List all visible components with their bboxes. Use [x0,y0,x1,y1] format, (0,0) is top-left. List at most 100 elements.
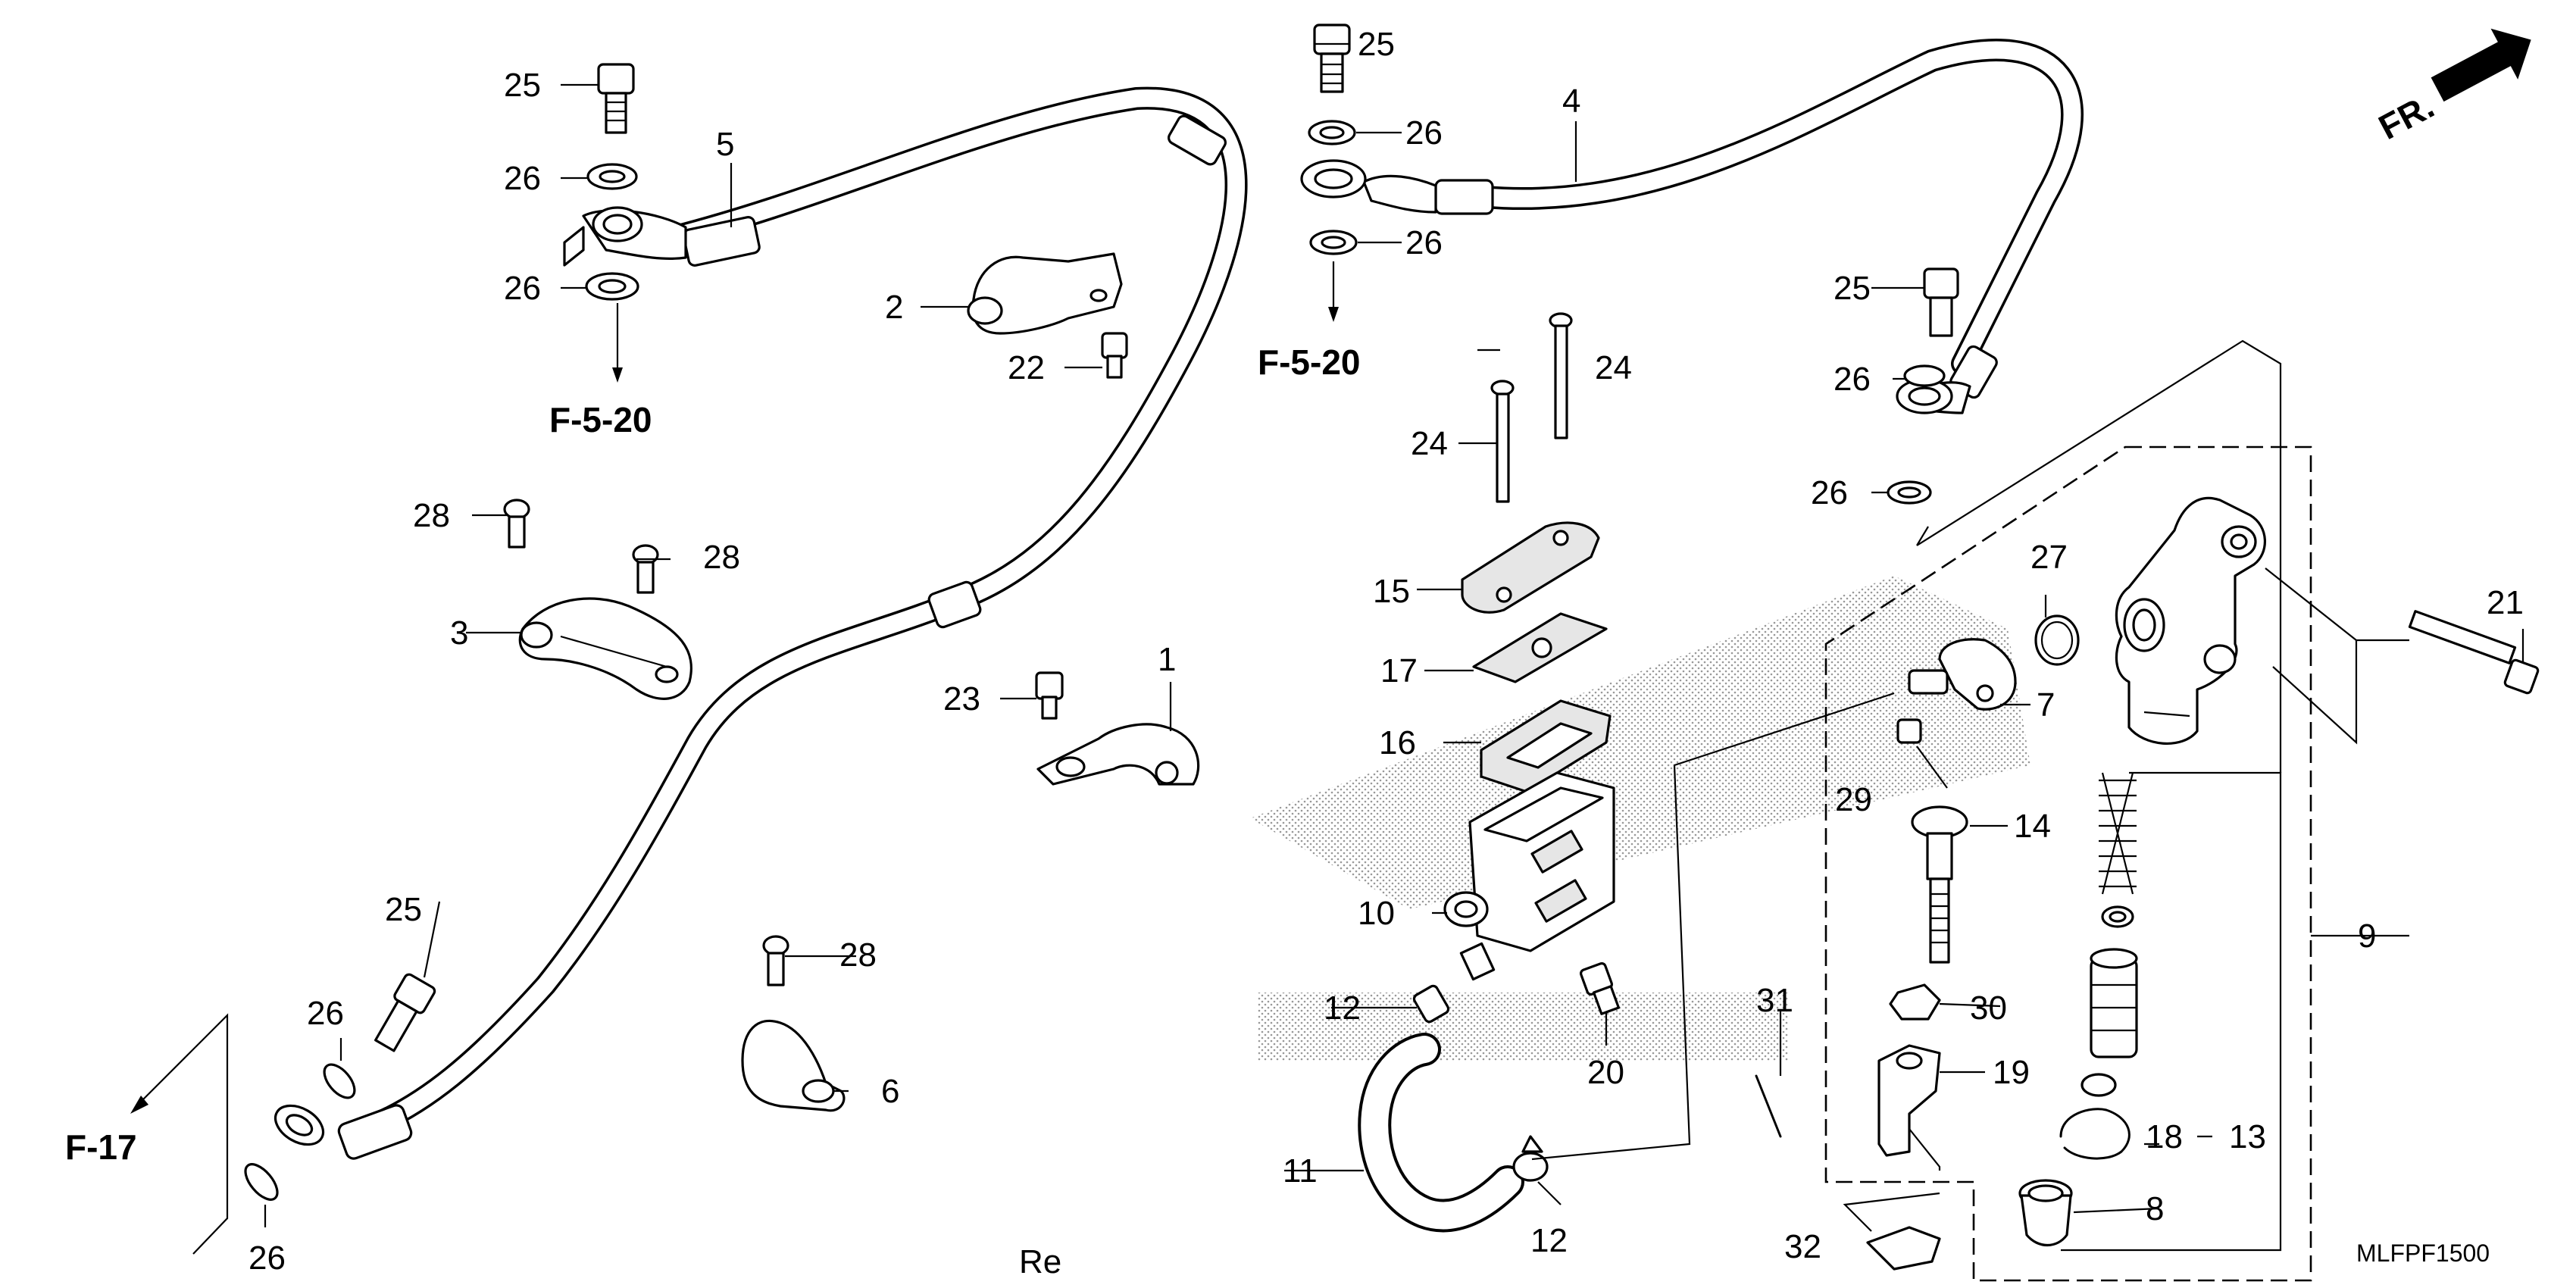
callout-31: 31 [1756,982,1793,1019]
joint-7 [1908,638,2017,711]
reference-arrows [130,261,1339,1255]
screw-28a [503,499,530,549]
callout-21: 21 [2487,584,2524,621]
leader-lines [264,42,2524,1232]
stray-text-re: Re [1019,1243,1061,1280]
callout-5: 5 [716,126,734,163]
reference-f-5-20-left: F-5-20 [549,400,652,439]
o-ring-27 [2034,614,2080,666]
callout-28-c: 28 [839,936,877,974]
bracket-32 [1866,1226,1941,1271]
callout-26-g: 26 [307,995,344,1032]
callout-32: 32 [1784,1228,1821,1265]
callout-24-upper: 24 [1595,349,1632,386]
screw-28c [762,935,789,986]
banjo-bolt-25-left [597,63,635,134]
callout-19: 19 [1993,1054,2030,1091]
boot-8 [2018,1179,2073,1246]
callout-25-lower: 25 [385,891,422,928]
reservoir-cap-15 [1461,521,1600,614]
callout-4: 4 [1562,83,1580,120]
bolt-29 [1896,718,1922,744]
callout-10: 10 [1358,895,1395,932]
callout-9: 9 [2358,918,2376,955]
callout-6: 6 [881,1073,899,1110]
callout-14: 14 [2014,808,2051,845]
callout-numbers: 1 2 3 4 5 6 7 8 9 10 11 12 12 13 14 15 1… [249,26,2524,1277]
callout-28-a: 28 [413,497,450,534]
cotter-pin-31 [1755,1074,1782,1138]
brake-hose-4 [1300,39,2084,414]
callout-18: 18 [2146,1118,2183,1155]
piston-spring [2099,772,2137,895]
callout-27: 27 [2030,539,2068,576]
outline-13 [2061,771,2282,1252]
hose-clip-12-lower [1512,1135,1549,1182]
sealing-washer-26e [1903,364,1946,387]
callout-2: 2 [885,289,903,326]
brake-hose-5 [274,86,1248,1160]
set-plate-17 [1472,612,1608,683]
outline-7-group [1916,339,2282,773]
lock-nut-30 [1889,983,1941,1021]
callout-12-upper: 12 [1324,989,1361,1027]
callout-24-lower: 24 [1411,425,1448,462]
bolt-23 [1035,671,1064,720]
callout-20: 20 [1587,1054,1624,1091]
callout-25-left: 25 [504,67,541,104]
front-direction-label: FR. [2372,86,2440,147]
callout-26-f: 26 [1811,474,1848,511]
hose-clamp-2 [967,252,1123,335]
callout-26-c: 26 [1405,114,1443,152]
sealing-washer-26g [323,1063,356,1099]
reservoir-bolt-24a [1549,312,1573,439]
hose-clamp-6 [741,1019,846,1112]
callout-28-b: 28 [703,539,740,576]
reference-f-5-20-right: F-5-20 [1258,342,1360,382]
sealing-washer-26h [244,1163,279,1201]
reservoir-tank-10 [1443,771,1615,981]
callout-17: 17 [1380,652,1418,689]
push-rod-14 [1911,805,1968,964]
clevis-19 [1877,1044,1941,1157]
outline-9 [1824,445,2312,1282]
banjo-bolt-25-lower [374,973,436,1052]
callout-15: 15 [1373,573,1410,610]
callout-22: 22 [1008,349,1045,386]
reservoir-bolt-24b [1490,380,1515,503]
callout-26-h: 26 [249,1240,286,1277]
cup-seal-secondary [2080,1073,2117,1097]
callout-11: 11 [1283,1152,1318,1190]
callout-26-d: 26 [1405,224,1443,261]
screw-28b [632,544,659,594]
bolt-21 [2408,610,2540,695]
diaphragm-16 [1480,699,1612,793]
callout-8: 8 [2146,1190,2164,1227]
callout-25-right: 25 [1834,270,1871,307]
reference-f-17: F-17 [65,1127,137,1167]
callout-12-lower: 12 [1530,1222,1568,1259]
front-direction-arrow-icon [2431,28,2531,102]
callout-7: 7 [2037,686,2055,724]
callout-3: 3 [450,614,468,652]
diagram-code: MLFPF1500 [2356,1240,2490,1267]
callout-26-a: 26 [504,160,541,197]
callout-30: 30 [1970,989,2007,1027]
callout-29: 29 [1835,781,1872,818]
circlip-18 [2059,1108,2131,1160]
hose-clip-12-upper [1412,984,1450,1024]
callout-25-middle: 25 [1358,26,1395,63]
bolt-22 [1101,332,1128,379]
banjo-bolt-25-right [1923,267,1959,337]
hose-guide-3 [518,597,693,700]
piston-assembly [2090,948,2138,1058]
hose-clamp-1 [1036,723,1200,786]
banjo-bolt-25-middle [1313,23,1351,93]
callout-23: 23 [943,680,980,717]
callout-26-b: 26 [504,270,541,307]
callout-16: 16 [1379,724,1416,761]
background-watermark [1250,576,2030,1061]
callout-26-e: 26 [1834,361,1871,398]
reservoir-hose-11 [1358,1033,1524,1233]
